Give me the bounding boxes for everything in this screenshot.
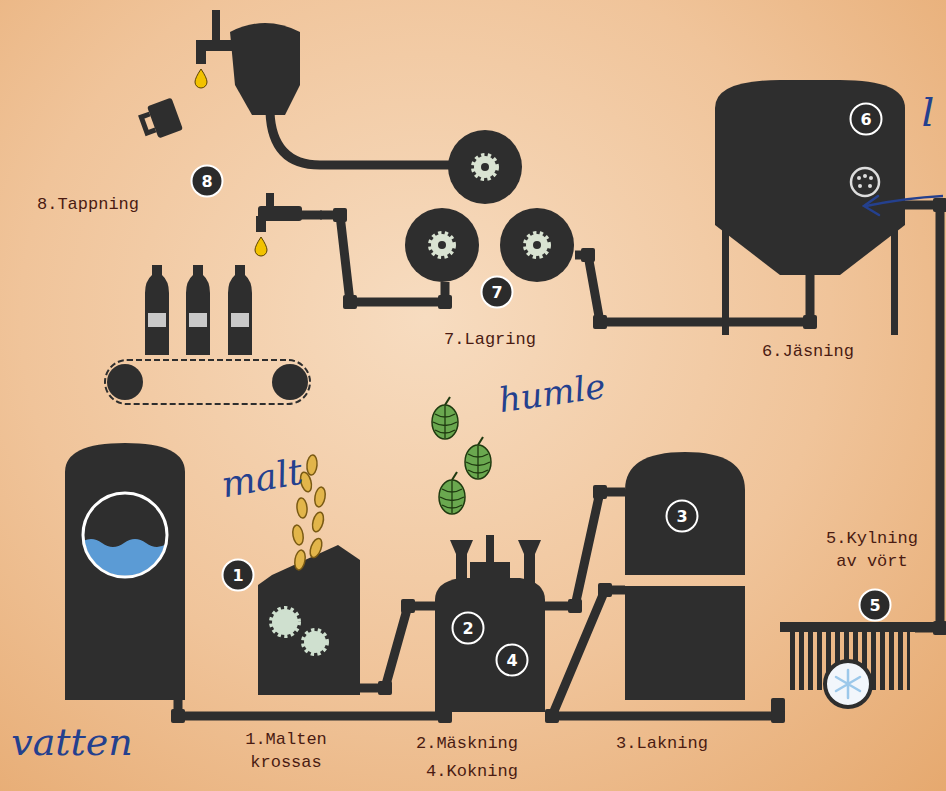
hand-label: malt [218,451,305,506]
pipe-joint [343,295,357,309]
pipe-joint [771,698,785,712]
pipe [178,700,445,716]
hand-label: vatten [11,720,133,764]
step-caption: 7.Lagring [444,329,536,352]
step-caption: 1.Malten krossas [236,729,336,775]
callout-number: 2 [452,612,485,645]
pipe-joint [545,709,559,723]
pipe-joint [598,583,612,597]
pipe-joint [401,599,415,613]
step-caption: 5.Kylning av vört [822,528,922,574]
lauter-tun: 33.Lakning [625,452,745,700]
hand-label: humle [496,366,608,421]
pipe-joint [593,485,607,499]
wort-cooler: 55.Kylning av vört [785,622,915,712]
callout-number: 3 [666,500,699,533]
pipe-joint [933,198,946,212]
step-caption: 8.Tappning [37,194,139,217]
pipe-joint [333,208,347,222]
pipe [360,606,435,688]
water-tank: vatten [65,443,185,700]
pipe-joint [593,315,607,329]
callout-number: 7 [481,276,514,309]
hand-label: l [922,89,935,135]
storage-barrels: 77.Lagring [405,130,575,282]
callout-number: 1 [222,559,255,592]
pipe-joint [568,599,582,613]
pipe-joint [438,295,452,309]
pipe [905,205,940,628]
callout-number: 4 [496,644,529,677]
step-caption: 4.Kokning [426,761,518,784]
pipe-joint [378,681,392,695]
pipe [320,161,405,170]
callout-number: 8 [191,165,224,198]
step-caption: 2.Mäskning [416,733,518,756]
tapping-station: 88.Tappning [140,5,320,245]
step-caption: 3.Lakning [616,733,708,756]
callout-number: 5 [859,589,892,622]
mash-tun: 242.Mäskning4.Kokning [435,540,545,712]
step-caption: 6.Jäsning [762,341,854,364]
malt-mill: 11.Malten krossas [258,540,360,695]
pipe-joint [171,709,185,723]
pipe-joint [803,315,817,329]
fermentation-tank: 66.Jäsning [715,80,905,275]
callout-number: 6 [850,103,883,136]
pipe-joint [581,248,595,262]
